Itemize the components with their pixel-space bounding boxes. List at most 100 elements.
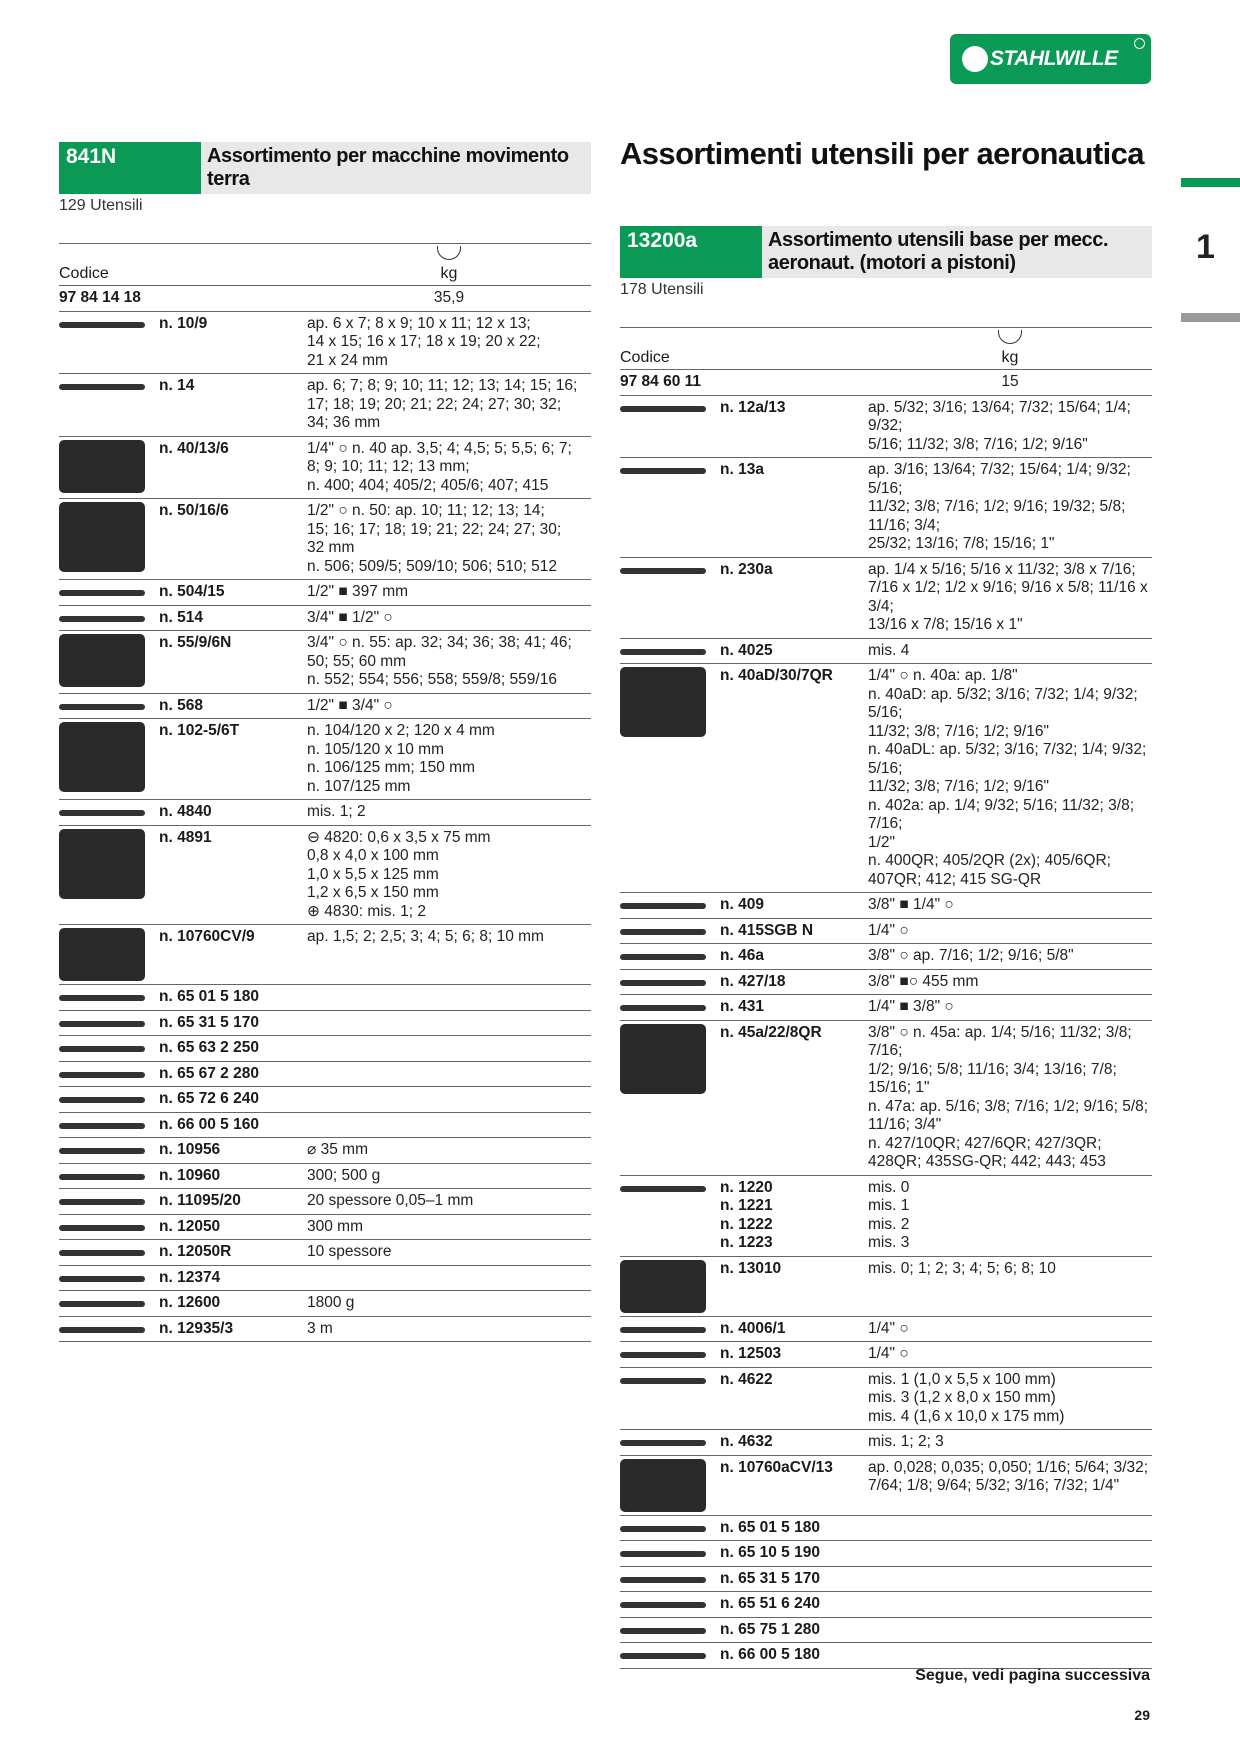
socket-case-icon (620, 667, 706, 737)
tool-spec: mis. 1; 2 (307, 803, 366, 820)
tool-number: n. 4006/1 (720, 1319, 786, 1337)
logo-seal-icon (962, 46, 988, 72)
tool-spec: ap. 5/32; 3/16; 13/64; 7/32; 15/64; 1/4;… (868, 398, 1131, 453)
right-assortment-header: 13200a Assortimento utensili base per me… (620, 226, 1152, 278)
table-row: n. 10956⌀ 35 mm (59, 1138, 591, 1163)
hacksaw-icon (59, 1224, 145, 1231)
table-row: n. 1220 n. 1221 n. 1222 n. 1223 mis. 0 mi… (620, 1175, 1152, 1256)
scale-icon (998, 330, 1022, 344)
tool-image-cell (620, 1617, 720, 1643)
table-header: Codice kg (59, 243, 591, 286)
tool-spec: mis. 0 mis. 1 mis. 2 mis. 3 (868, 1178, 910, 1252)
socket-case-icon (59, 634, 145, 687)
cutter-icon (59, 1122, 145, 1129)
socket-case-icon (59, 439, 145, 493)
pliers-icon (620, 1627, 706, 1634)
tool-image-cell (620, 1430, 720, 1456)
tool-image-cell (59, 693, 159, 719)
tool-image-cell (59, 985, 159, 1011)
ratchet-icon (620, 928, 706, 935)
col-code-label: Codice (59, 265, 109, 282)
page-number: 29 (1134, 1707, 1150, 1723)
tool-image-cell (59, 374, 159, 437)
hex-key-set-icon (620, 1458, 706, 1512)
tool-number: n. 50/16/6 (159, 502, 229, 519)
left-tool-count: 129 Utensili (59, 197, 143, 214)
lamp-icon (59, 1301, 145, 1307)
tool-image-cell (620, 1342, 720, 1368)
screwdriver-icon (620, 1326, 706, 1333)
chapter-tab-marker-lower (1181, 313, 1240, 322)
tool-image-cell (59, 719, 159, 800)
tool-spec (868, 1643, 1152, 1669)
table-row: n. 65 01 5 180 (59, 985, 591, 1011)
tool-number: n. 12050R (159, 1243, 232, 1260)
left-assortment-code: 841N (59, 142, 201, 194)
table-row: n. 12374 (59, 1265, 591, 1291)
tool-spec (868, 1541, 1152, 1567)
extension-icon (620, 979, 706, 986)
col-weight: kg (868, 328, 1152, 370)
bit-icon (620, 1185, 706, 1192)
right-assortment-title: Assortimento utensili base per mecc. aer… (762, 226, 1152, 278)
tool-image-cell (620, 1592, 720, 1618)
tool-number: n. 13010 (720, 1259, 782, 1277)
tool-spec (307, 1036, 591, 1062)
chapter-tab-marker (1181, 178, 1240, 187)
adaptor-icon (620, 1352, 706, 1358)
tool-spec: 3/4" ■ 1/2" ○ (307, 608, 393, 626)
tool-spec: 10 spessore (307, 1243, 392, 1260)
tool-spec (307, 985, 591, 1011)
tool-number: n. 1220 n. 1221 n. 1222 n. 1223 (720, 1178, 773, 1252)
col-weight: kg (307, 244, 591, 286)
tool-spec: 3/8" ○ ap. 7/16; 1/2; 9/16; 5/8" (868, 947, 1074, 964)
page-title: Assortimenti utensili per aeronautica (620, 136, 1144, 171)
tool-image-cell (620, 995, 720, 1021)
tool-number: n. 65 63 2 250 (159, 1039, 259, 1056)
tool-number: n. 14 (159, 377, 195, 394)
cutter-icon (620, 1653, 706, 1659)
tool-image-cell (620, 664, 720, 893)
screwdriver-icon (620, 1440, 706, 1446)
col-kg-label: kg (440, 265, 458, 282)
tool-spec: ap. 0,028; 0,035; 0,050; 1/16; 5/64; 3/3… (868, 1458, 1149, 1495)
breaker-bar-icon (59, 590, 145, 596)
tool-number: n. 10760aCV/13 (720, 1458, 833, 1476)
tool-number: n. 4891 (159, 828, 212, 846)
adaptor-icon (620, 903, 706, 909)
tool-spec: 300 mm (307, 1217, 363, 1235)
table-row: n. 65 31 5 170 (620, 1566, 1152, 1592)
tool-number: n. 12050 (159, 1217, 221, 1235)
brush-icon (59, 1275, 145, 1282)
tool-image-cell (59, 436, 159, 499)
tool-image-cell (620, 1643, 720, 1669)
tool-number: n. 12600 (159, 1294, 221, 1311)
table-row: n. 65 67 2 280 (59, 1061, 591, 1087)
tool-image-cell (620, 1566, 720, 1592)
socket-icon (620, 954, 706, 960)
tool-spec: 3/8" ■ 1/4" ○ (868, 896, 954, 913)
tool-number: n. 40aD/30/7QR (720, 667, 833, 684)
locking-pliers-icon (59, 1071, 145, 1078)
tool-spec: n. 104/120 x 2; 120 x 4 mm n. 105/120 x … (307, 722, 495, 795)
pliers-icon (620, 1602, 706, 1608)
tool-spec: ap. 1/4 x 5/16; 5/16 x 11/32; 3/8 x 7/16… (868, 560, 1148, 634)
adjustable-wrench-icon (620, 648, 706, 655)
tool-spec (307, 1010, 591, 1036)
tool-spec: 1/2" ■ 397 mm (307, 583, 409, 600)
tool-number: n. 45a/22/8QR (720, 1023, 822, 1041)
tool-spec: 300; 500 g (307, 1166, 381, 1184)
